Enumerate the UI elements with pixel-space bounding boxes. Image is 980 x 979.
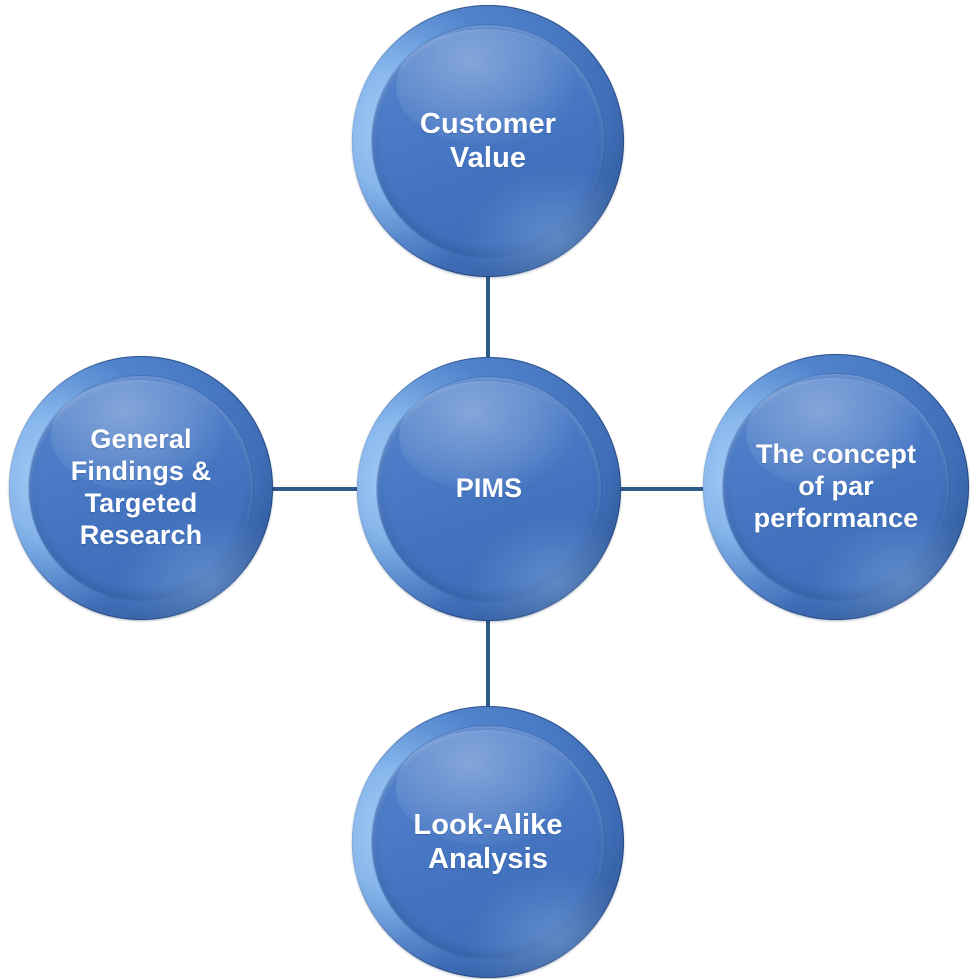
sphere-face [372, 25, 604, 257]
node-label-the-concept-of-par-performance: The concept of par performance [753, 439, 919, 533]
node-label-pims: PIMS [455, 473, 523, 504]
connector-center-to-left [266, 487, 362, 491]
connector-center-to-right [616, 487, 708, 491]
node-customer-value[interactable]: Customer Value [352, 5, 624, 277]
node-pims[interactable]: PIMS [357, 357, 621, 621]
node-label-general-findings-targeted-research: General Findings & Targeted Research [70, 424, 212, 550]
node-general-findings-targeted-research[interactable]: General Findings & Targeted Research [9, 356, 273, 620]
sphere-face [372, 726, 604, 958]
sphere-face [376, 376, 602, 602]
node-label-customer-value: Customer Value [419, 107, 557, 174]
node-look-alike-analysis[interactable]: Look-Alike Analysis [352, 706, 624, 978]
sphere-face [28, 375, 254, 601]
sphere-face [722, 373, 950, 601]
connector-center-to-bottom [486, 616, 490, 711]
node-label-look-alike-analysis: Look-Alike Analysis [413, 808, 563, 875]
connector-center-to-top [486, 272, 490, 362]
node-the-concept-of-par-performance[interactable]: The concept of par performance [703, 354, 969, 620]
